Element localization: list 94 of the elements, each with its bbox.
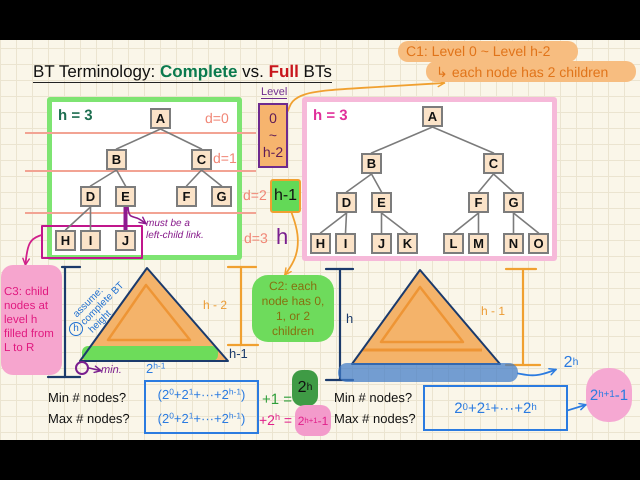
- tree-node: O: [528, 233, 549, 254]
- tree-link: [452, 212, 480, 234]
- highlighted-formula: 2$^{h+1}$-1: [586, 368, 632, 422]
- formula-text: (2$^{0}$+2$^{1}$+···+2$^{h-1}$): [156, 409, 246, 428]
- handwritten-note: must be a left-child link.: [146, 218, 208, 256]
- tree-link: [370, 126, 434, 154]
- question-text: Max # nodes?: [334, 412, 416, 427]
- height-label: h = 3: [58, 107, 93, 124]
- formula-box: 2$^{0}$+2$^{1}$+···+2$^{h}$: [423, 385, 568, 431]
- level-range-text: 0 ~ h-2: [262, 110, 284, 161]
- tree-link: [124, 205, 128, 232]
- highlighted-formula: 2$^{h+1}$-1: [295, 405, 331, 436]
- tree-link: [478, 173, 494, 193]
- tree-node: B: [361, 153, 382, 174]
- formula-text: 2$^{h-1}$: [146, 362, 166, 377]
- tree-link: [116, 128, 162, 150]
- tree-link: [64, 206, 92, 231]
- question-text: Max # nodes?: [48, 412, 130, 427]
- circle-marker: [75, 361, 89, 375]
- arrow: [517, 368, 557, 376]
- level-marker-box: h-1: [270, 179, 301, 213]
- formula-box: [144, 380, 259, 434]
- highlighted-note: C3: child nodes at level h filled from L to R: [1, 265, 62, 375]
- tree-link: [370, 173, 382, 193]
- tree-node: M: [468, 233, 489, 254]
- tree-link: [186, 169, 202, 187]
- tree-link: [320, 212, 348, 234]
- tree-node: H: [55, 230, 76, 251]
- level-label: d=1: [213, 150, 237, 166]
- tree-node: J: [115, 230, 136, 251]
- tree-link: [200, 169, 222, 187]
- level-heading: Level: [261, 86, 288, 99]
- tree-link: [344, 212, 348, 234]
- tree-node: G: [503, 192, 524, 213]
- question-text: Min # nodes?: [334, 391, 412, 406]
- arrow: [88, 365, 102, 374]
- arrow: [22, 234, 42, 266]
- formula-text: (2$^{0}$+2$^{1}$+···+2$^{h-1}$): [156, 385, 246, 404]
- tree-panel: [47, 97, 242, 260]
- tree-link: [90, 206, 92, 231]
- tree-node: F: [468, 192, 489, 213]
- tree-link: [478, 212, 480, 234]
- tree-node: D: [80, 186, 101, 207]
- formula-text: +2$^{h}$ =: [259, 412, 292, 428]
- tree-link: [346, 173, 372, 193]
- tree-node: G: [211, 186, 232, 207]
- tree-node: A: [150, 108, 171, 129]
- level-label: d=3: [244, 230, 268, 246]
- level-label: d=0: [205, 110, 229, 126]
- tree-panel: [302, 97, 557, 261]
- tree-node: I: [80, 230, 101, 251]
- tree-node: K: [397, 233, 418, 254]
- level-label: d=2: [243, 187, 267, 204]
- tree-node: A: [422, 106, 443, 127]
- tree-link: [116, 169, 126, 187]
- tree-link: [512, 212, 540, 234]
- arrow: [127, 206, 147, 224]
- tree-node: N: [503, 233, 524, 254]
- tree-link: [492, 173, 514, 193]
- tree-node: C: [191, 149, 212, 170]
- formula-text: +1 =: [262, 391, 292, 408]
- dimension-label: h - 2: [203, 299, 228, 313]
- highlighted-note: [396, 40, 638, 83]
- level-label: h: [276, 224, 288, 250]
- circled-letter: h: [69, 322, 83, 336]
- tree-node: I: [335, 233, 356, 254]
- tree-link: [380, 212, 382, 234]
- title: BT Terminology: Complete vs. Full BTs: [33, 62, 332, 83]
- tree-node: F: [176, 186, 197, 207]
- dimension-label: h - 1: [481, 305, 506, 319]
- tree-node: J: [371, 233, 392, 254]
- height-label: h = 3: [313, 107, 348, 124]
- arrow: [567, 402, 587, 412]
- tree-node: E: [371, 192, 392, 213]
- tree-node: E: [115, 186, 136, 207]
- arrow: [284, 212, 299, 276]
- question-text: Min # nodes?: [48, 391, 126, 406]
- dimension-label: h-1: [229, 347, 248, 362]
- tree-link: [90, 169, 118, 187]
- tree-link: [432, 126, 494, 154]
- tree-node: B: [106, 149, 127, 170]
- tree-node: D: [336, 192, 357, 213]
- note-text: ↳ each node has 2 children: [436, 64, 608, 80]
- highlight-band: [338, 363, 518, 382]
- tree-node: C: [483, 153, 504, 174]
- dimension-label: h: [346, 312, 354, 327]
- tree-link: [380, 212, 408, 234]
- tree-link: [512, 212, 514, 234]
- highlighted-note: C2: each node has 0, 1, or 2 children: [252, 275, 334, 342]
- handwritten-note: min.: [101, 363, 127, 377]
- tree-node: L: [443, 233, 464, 254]
- tree-link: [160, 128, 202, 150]
- tree-node: H: [310, 233, 331, 254]
- note-text: C1: Level 0 ~ Level h-2: [406, 43, 550, 59]
